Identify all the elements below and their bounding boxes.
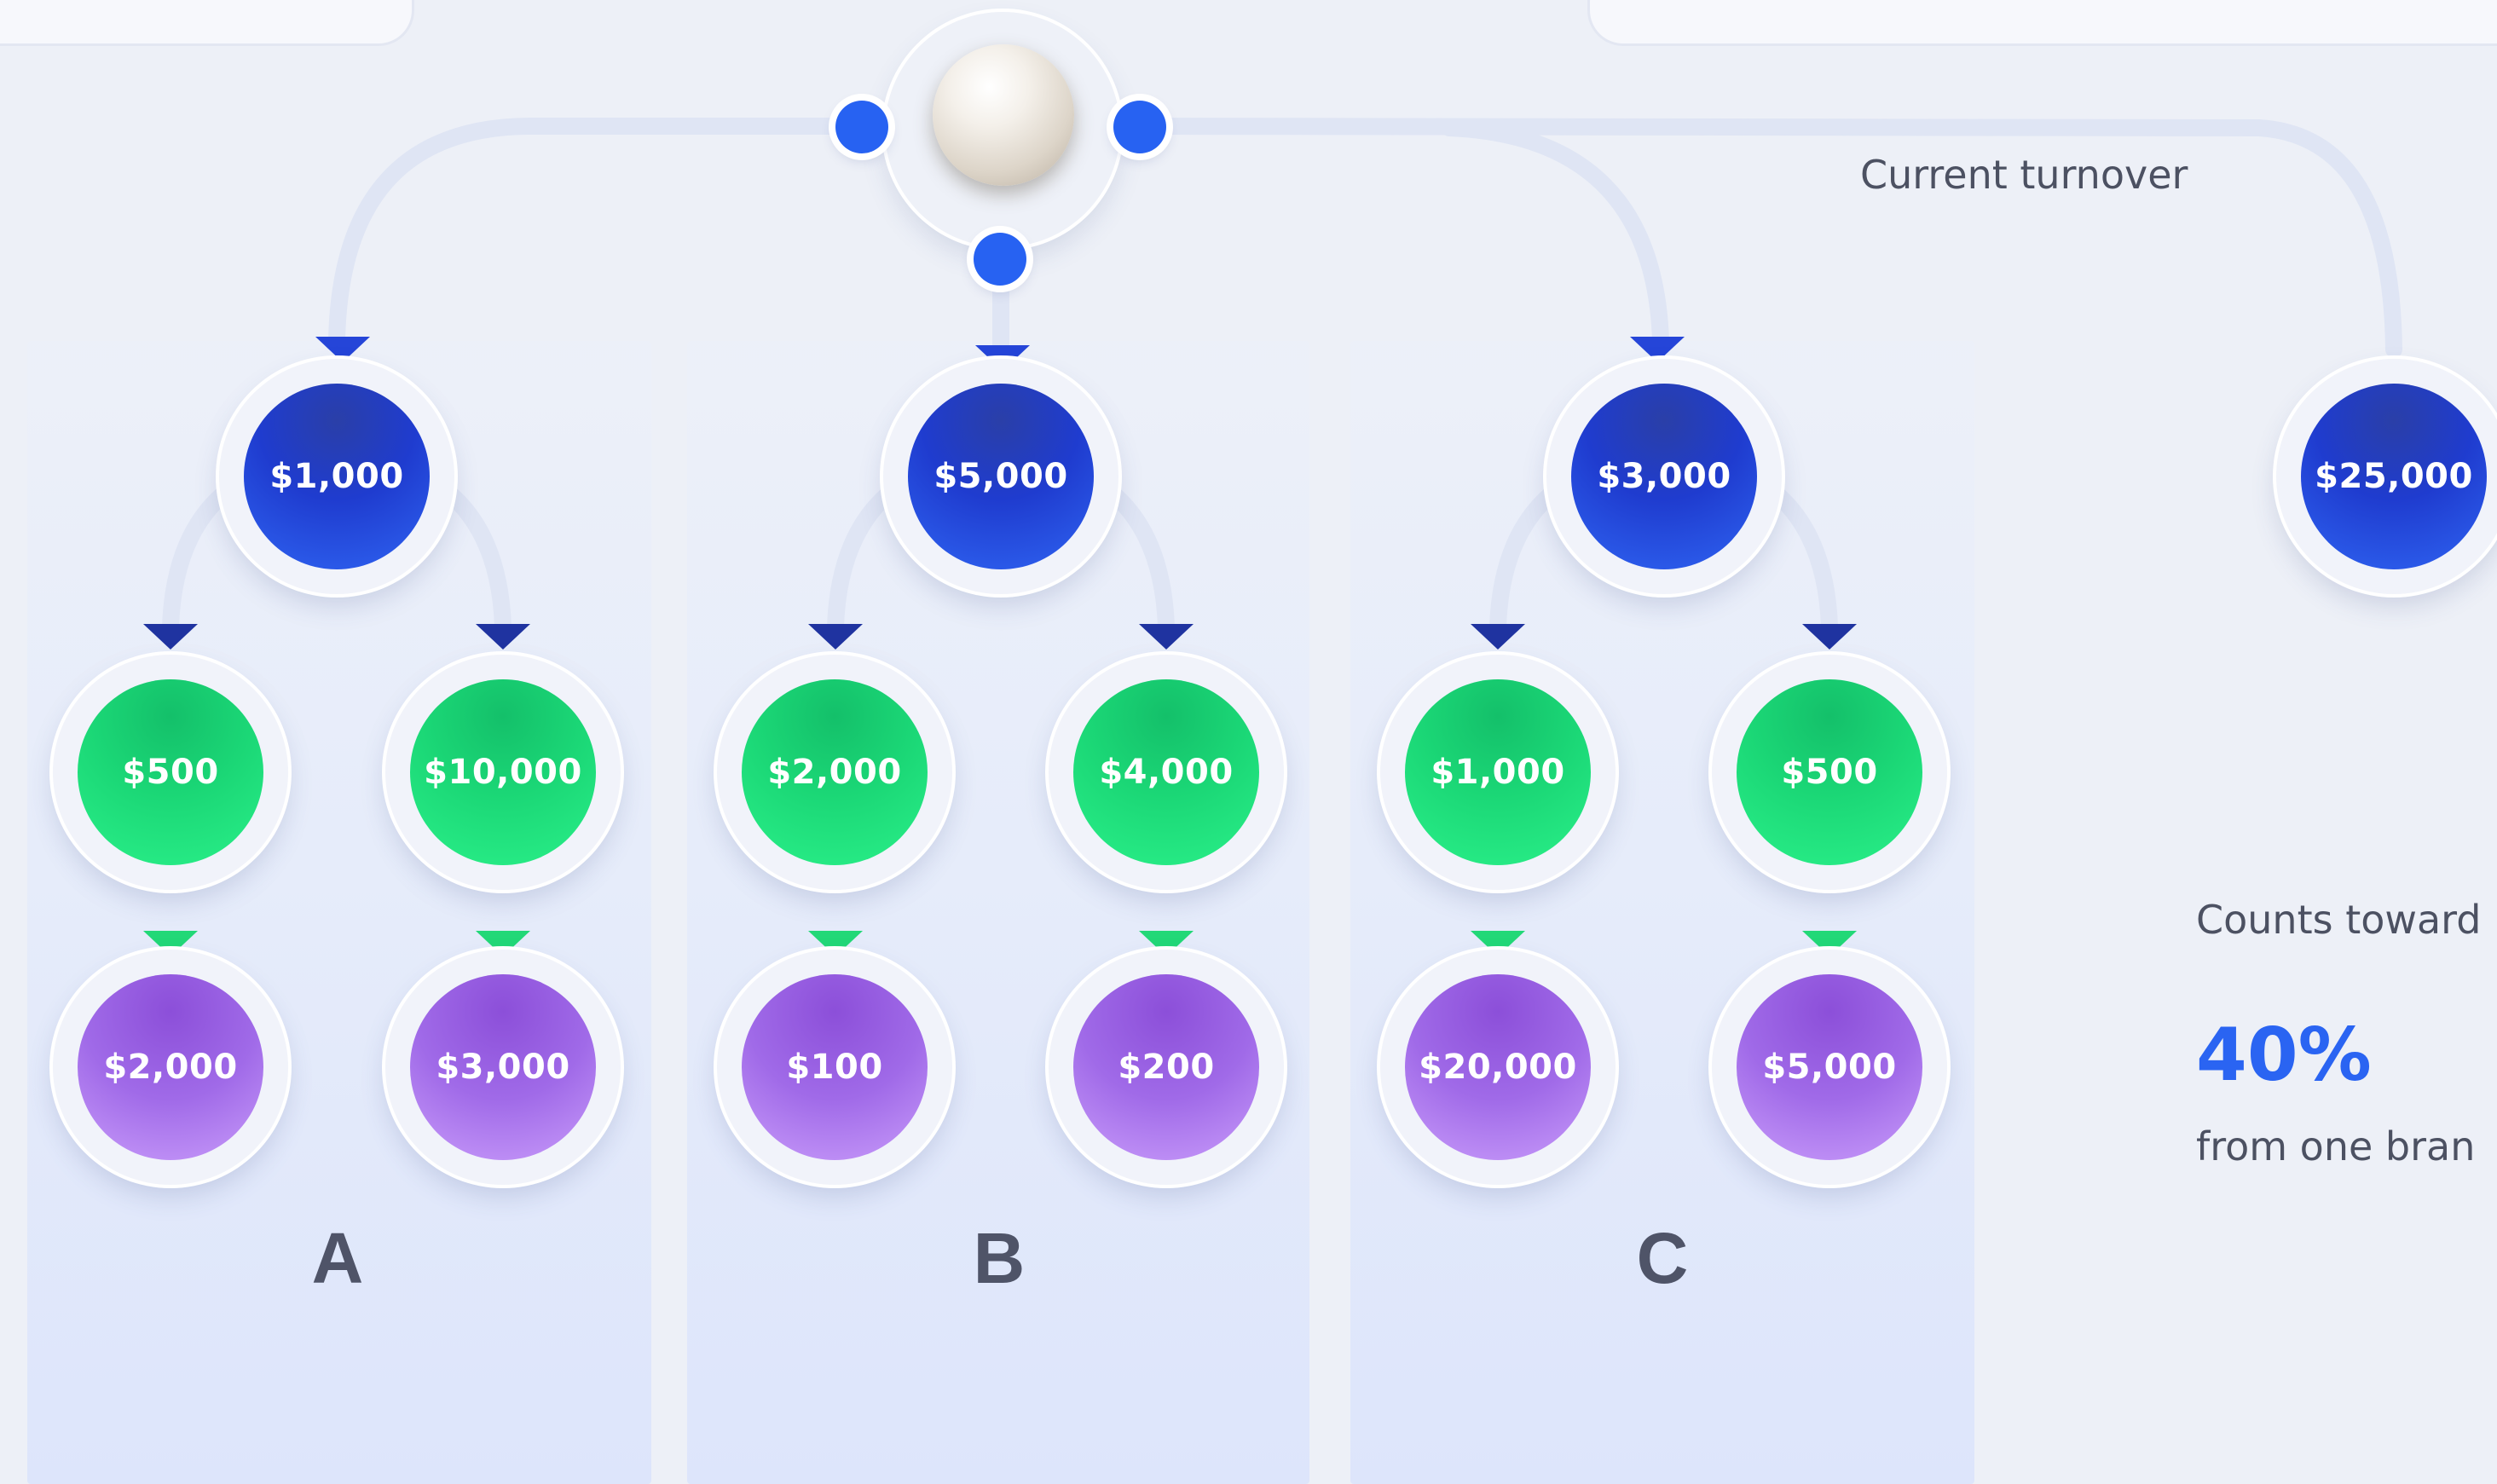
pearl-icon: [933, 44, 1074, 186]
branch-b-mid-left-node: $2,000: [717, 655, 952, 890]
node-value: $5,000: [908, 384, 1094, 569]
node-value: $25,000: [2301, 384, 2487, 569]
node-value: $1,000: [244, 384, 430, 569]
root-dot-left: [835, 101, 888, 153]
node-value: $2,000: [78, 974, 263, 1160]
node-value: $500: [1737, 679, 1922, 865]
branch-c-letter: C: [1636, 1218, 1689, 1298]
right-turnover-node: $25,000: [2276, 359, 2497, 594]
node-value: $200: [1073, 974, 1259, 1160]
arrow-c-left: [1471, 624, 1525, 650]
arrow-b-left: [808, 624, 863, 650]
branch-c-mid-right-node: $500: [1712, 655, 1947, 890]
node-value: $5,000: [1737, 974, 1922, 1160]
arrow-c-right: [1802, 624, 1857, 650]
branch-b-bottom-right-node: $200: [1049, 950, 1284, 1185]
branch-c-mid-left-node: $1,000: [1380, 655, 1616, 890]
branch-b-letter: B: [973, 1218, 1026, 1298]
root-dot-right: [1113, 101, 1166, 153]
connector-root-c: [1441, 119, 1669, 349]
branch-c-top-node: $3,000: [1546, 359, 1782, 594]
arrow-b-right: [1139, 624, 1194, 650]
counts-toward-label: Counts toward: [2196, 897, 2482, 943]
top-left-card: [0, 0, 414, 46]
branch-b-top-node: $5,000: [883, 359, 1118, 594]
branch-b-mid-right-node: $4,000: [1049, 655, 1284, 890]
node-value: $10,000: [410, 679, 596, 865]
branch-a-mid-right-node: $10,000: [385, 655, 621, 890]
percent-value: 40%: [2196, 1013, 2372, 1098]
arrow-a-left: [143, 624, 198, 650]
node-value: $100: [742, 974, 928, 1160]
node-value: $3,000: [1571, 384, 1757, 569]
branch-b-bottom-left-node: $100: [717, 950, 952, 1185]
branch-a-bottom-right-node: $3,000: [385, 950, 621, 1185]
node-value: $20,000: [1405, 974, 1591, 1160]
node-value: $500: [78, 679, 263, 865]
arrow-a-top: [315, 337, 370, 362]
branch-a-mid-left-node: $500: [53, 655, 288, 890]
branch-a-top-node: $1,000: [219, 359, 454, 594]
node-value: $1,000: [1405, 679, 1591, 865]
top-right-card: [1587, 0, 2497, 46]
current-turnover-label: Current turnover: [1860, 152, 2188, 198]
connector-root-left: [328, 118, 870, 349]
connector-root-right: [1132, 118, 2402, 358]
arrow-c-top: [1630, 337, 1685, 362]
branch-a-letter: A: [311, 1218, 364, 1298]
node-value: $2,000: [742, 679, 928, 865]
branch-a-bottom-left-node: $2,000: [53, 950, 288, 1185]
node-value: $3,000: [410, 974, 596, 1160]
arrow-a-right: [476, 624, 530, 650]
node-value: $4,000: [1073, 679, 1259, 865]
branch-c-bottom-right-node: $5,000: [1712, 950, 1947, 1185]
branch-c-bottom-left-node: $20,000: [1380, 950, 1616, 1185]
root-dot-bottom: [974, 233, 1026, 286]
from-branch-label: from one bran: [2196, 1123, 2476, 1169]
